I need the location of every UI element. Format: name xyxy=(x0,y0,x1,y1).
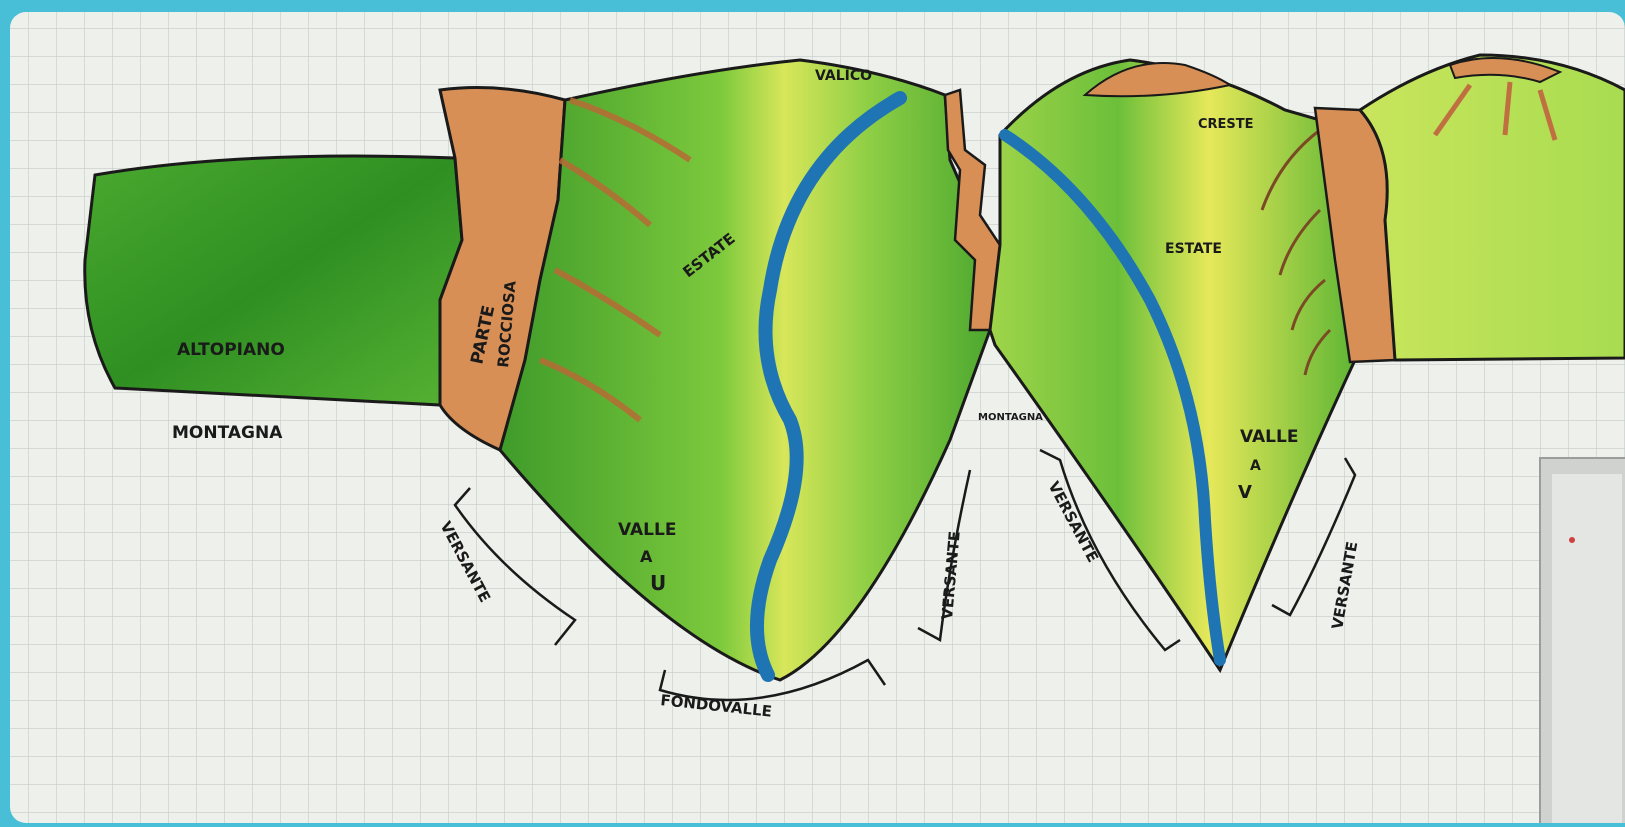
label-valle-v-1: VALLE xyxy=(1240,427,1298,447)
label-valle-u-3: U xyxy=(650,571,666,595)
label-valico: VALICO xyxy=(815,68,872,84)
label-valle-v-3: V xyxy=(1238,482,1252,503)
label-creste: CRESTE xyxy=(1198,117,1254,132)
inset-red-dot xyxy=(1569,537,1575,543)
label-valle-v-2: A xyxy=(1250,458,1261,474)
right-mountain-shape xyxy=(1360,55,1625,360)
label-montagna: MONTAGNA xyxy=(172,423,283,443)
label-estate-right: ESTATE xyxy=(1165,241,1222,257)
inset-notebook-page xyxy=(1552,474,1622,823)
label-valle-u-1: VALLE xyxy=(618,520,676,540)
plateau-shape xyxy=(85,156,462,405)
label-montagna-small: MONTAGNA xyxy=(978,412,1043,423)
label-valle-u-2: A xyxy=(640,547,653,566)
label-altopiano: ALTOPIANO xyxy=(177,340,285,360)
